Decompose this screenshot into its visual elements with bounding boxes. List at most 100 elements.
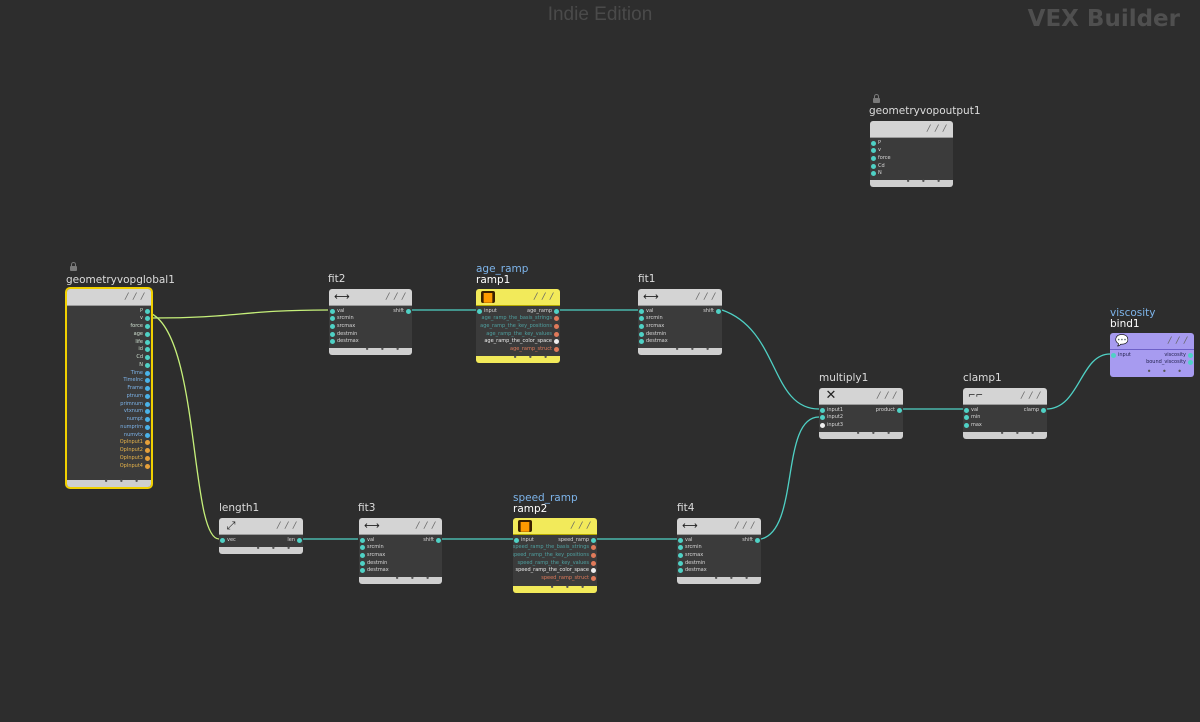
- output-port[interactable]: Time: [131, 370, 150, 377]
- port-connector[interactable]: [820, 422, 825, 428]
- output-port[interactable]: speed_ramp_the_key_values: [518, 560, 596, 567]
- output-port[interactable]: speed_ramp_the_color_space: [516, 567, 596, 574]
- output-port[interactable]: numvtx: [124, 432, 150, 439]
- input-port[interactable]: val: [360, 537, 374, 544]
- port-connector[interactable]: [1188, 352, 1193, 358]
- port-connector[interactable]: [639, 308, 644, 314]
- input-port[interactable]: Cd: [871, 163, 885, 170]
- input-port[interactable]: min: [964, 414, 980, 421]
- input-port[interactable]: srcmin: [678, 544, 702, 551]
- input-port[interactable]: input2: [820, 414, 843, 421]
- port-connector[interactable]: [678, 552, 683, 558]
- port-connector[interactable]: [514, 537, 519, 543]
- port-connector[interactable]: [871, 140, 876, 146]
- output-port[interactable]: numpt: [127, 416, 150, 423]
- output-port[interactable]: vtxnum: [124, 408, 150, 415]
- input-port[interactable]: input3: [820, 422, 843, 429]
- port-connector[interactable]: [678, 560, 683, 566]
- port-connector[interactable]: [755, 537, 760, 543]
- port-connector[interactable]: [360, 560, 365, 566]
- port-connector[interactable]: [554, 339, 559, 345]
- input-port[interactable]: P: [871, 140, 881, 147]
- port-connector[interactable]: [964, 415, 969, 421]
- output-port[interactable]: OpInput4: [120, 463, 150, 470]
- port-connector[interactable]: [145, 378, 150, 384]
- input-port[interactable]: destmin: [639, 331, 666, 338]
- output-port[interactable]: shift: [703, 308, 721, 315]
- output-port[interactable]: speed_ramp_struct: [541, 575, 596, 582]
- input-port[interactable]: destmax: [360, 567, 389, 574]
- port-connector[interactable]: [871, 155, 876, 161]
- input-port[interactable]: input: [1111, 352, 1131, 359]
- output-port[interactable]: id: [138, 346, 150, 353]
- input-port[interactable]: srcmin: [360, 544, 384, 551]
- input-port[interactable]: destmax: [639, 338, 668, 345]
- output-port[interactable]: life: [135, 339, 150, 346]
- port-connector[interactable]: [591, 560, 596, 566]
- port-connector[interactable]: [897, 407, 902, 413]
- output-port[interactable]: bound_viscosity: [1146, 359, 1193, 366]
- output-port[interactable]: age_ramp_the_basis_strings: [482, 315, 559, 322]
- output-port[interactable]: N: [139, 362, 150, 369]
- port-connector[interactable]: [436, 537, 441, 543]
- port-connector[interactable]: [639, 316, 644, 322]
- port-connector[interactable]: [678, 537, 683, 543]
- output-port[interactable]: age: [134, 331, 150, 338]
- port-connector[interactable]: [591, 552, 596, 558]
- port-connector[interactable]: [145, 409, 150, 415]
- output-port[interactable]: OpInput1: [120, 439, 150, 446]
- port-connector[interactable]: [591, 545, 596, 551]
- port-connector[interactable]: [145, 440, 150, 446]
- port-connector[interactable]: [145, 308, 150, 314]
- port-connector[interactable]: [1111, 352, 1116, 358]
- port-connector[interactable]: [591, 576, 596, 581]
- port-connector[interactable]: [964, 422, 969, 428]
- port-connector[interactable]: [554, 331, 559, 337]
- output-port[interactable]: age_ramp_struct: [510, 346, 559, 353]
- port-connector[interactable]: [871, 171, 876, 177]
- port-connector[interactable]: [591, 568, 596, 574]
- port-connector[interactable]: [678, 568, 683, 574]
- input-port[interactable]: val: [964, 407, 978, 414]
- output-port[interactable]: ptnum: [127, 393, 150, 400]
- port-connector[interactable]: [145, 417, 150, 422]
- output-port[interactable]: shift: [423, 537, 441, 544]
- port-connector[interactable]: [145, 316, 150, 322]
- port-connector[interactable]: [591, 537, 596, 543]
- input-port[interactable]: vec: [220, 537, 236, 544]
- output-port[interactable]: age_ramp_the_key_values: [486, 331, 559, 338]
- input-port[interactable]: srcmax: [330, 323, 355, 330]
- port-connector[interactable]: [145, 355, 150, 360]
- port-connector[interactable]: [1188, 360, 1193, 366]
- input-port[interactable]: N: [871, 170, 882, 177]
- port-connector[interactable]: [145, 324, 150, 329]
- port-connector[interactable]: [639, 339, 644, 345]
- input-port[interactable]: srcmin: [639, 315, 663, 322]
- output-port[interactable]: OpInput2: [120, 447, 150, 454]
- port-connector[interactable]: [145, 370, 150, 376]
- input-port[interactable]: v: [871, 147, 881, 154]
- output-port[interactable]: speed_ramp_the_key_positions: [513, 552, 596, 559]
- output-port[interactable]: numprim: [120, 424, 150, 431]
- output-port[interactable]: primnum: [120, 401, 150, 408]
- input-port[interactable]: val: [639, 308, 653, 315]
- port-connector[interactable]: [145, 347, 150, 353]
- port-connector[interactable]: [360, 545, 365, 551]
- input-port[interactable]: srcmax: [678, 552, 703, 559]
- port-connector[interactable]: [145, 339, 150, 345]
- port-connector[interactable]: [871, 163, 876, 169]
- port-connector[interactable]: [1041, 407, 1046, 413]
- port-connector[interactable]: [554, 347, 559, 352]
- port-connector[interactable]: [716, 308, 721, 314]
- input-port[interactable]: force: [871, 155, 891, 162]
- output-port[interactable]: speed_ramp_the_basis_strings: [513, 544, 596, 551]
- output-port[interactable]: Frame: [127, 385, 150, 392]
- input-port[interactable]: max: [964, 422, 982, 429]
- input-port[interactable]: destmax: [330, 338, 359, 345]
- port-connector[interactable]: [330, 331, 335, 337]
- input-port[interactable]: input: [477, 308, 497, 315]
- output-port[interactable]: TimeInc: [123, 377, 150, 384]
- port-connector[interactable]: [360, 568, 365, 574]
- port-connector[interactable]: [360, 537, 365, 543]
